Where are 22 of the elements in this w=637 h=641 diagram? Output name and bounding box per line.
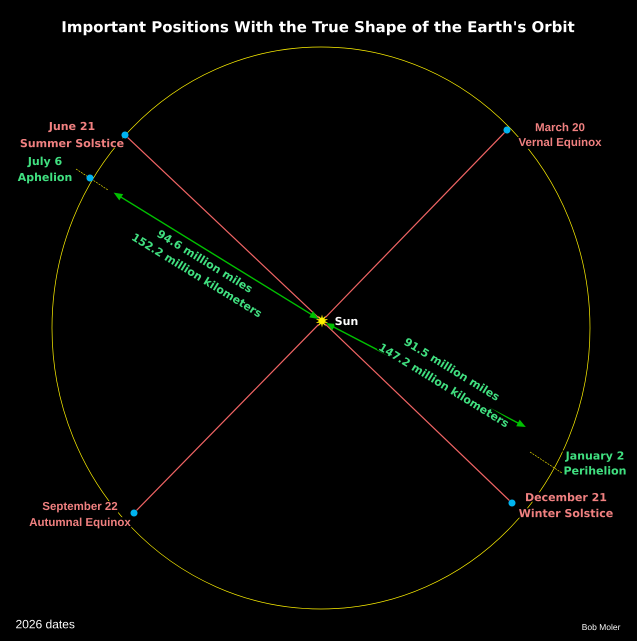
connector-line (324, 132, 505, 318)
sun-symbol (316, 314, 328, 328)
connector-line (127, 137, 320, 319)
position-label: Aphelion (17, 172, 73, 184)
note: 2026 dates (16, 620, 74, 628)
position-dot (508, 500, 516, 506)
position-dot (122, 132, 128, 138)
position-label: December 21 (524, 492, 608, 502)
position-label: September 22 (42, 501, 118, 513)
position-label: Vernal Equinox (518, 137, 602, 149)
position-dot (504, 126, 510, 134)
position-label: July 6 (27, 156, 63, 168)
position-dot (130, 510, 138, 516)
position-label: Summer Solstice (19, 138, 125, 148)
position-dot (86, 174, 94, 182)
title: Important Positions With the True Shape of the Earth's Orbit (62, 20, 574, 36)
position-label: Winter Solstice (518, 508, 614, 518)
connector-line (136, 324, 320, 511)
position-label: Autumnal Equinox (28, 517, 132, 529)
text-label: January 2 Perihelion (562, 450, 628, 476)
connector-line (324, 324, 510, 501)
credit: Bob Moler (582, 624, 620, 630)
